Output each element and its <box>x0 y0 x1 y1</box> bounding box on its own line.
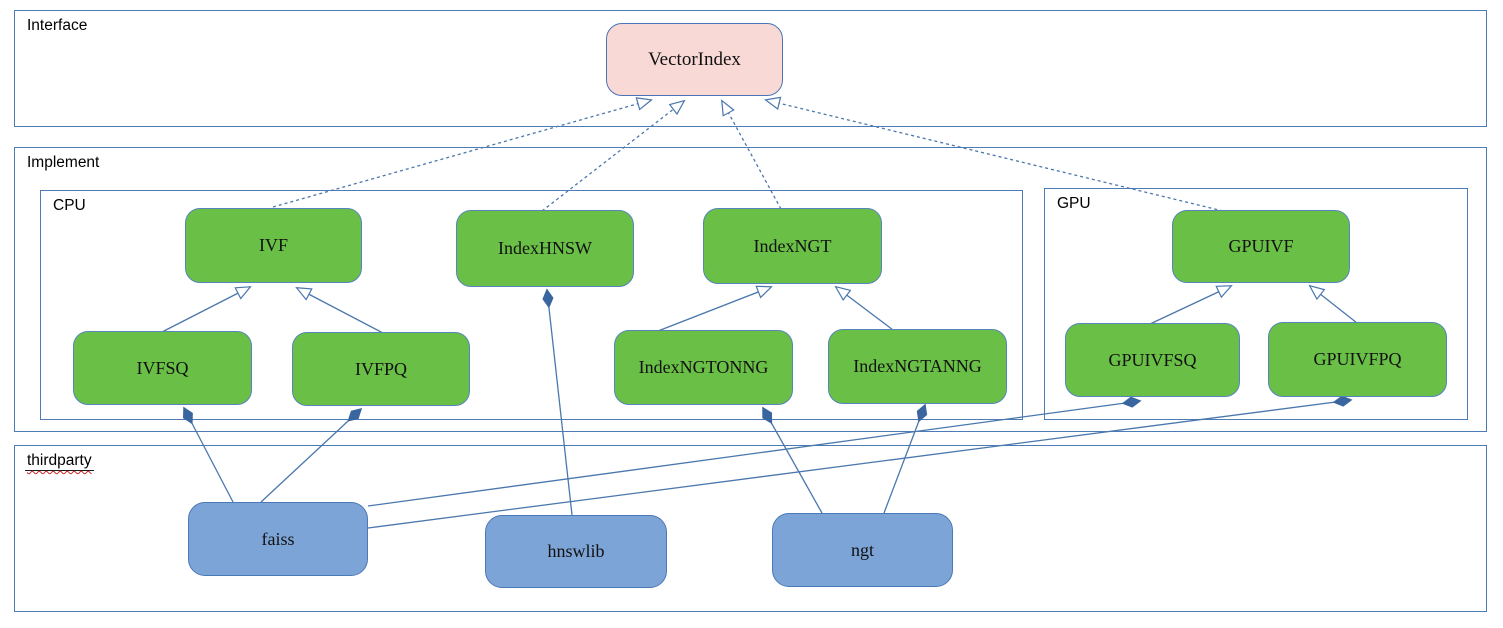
edge-faiss-gpuivfpq <box>367 400 1351 529</box>
node-label: faiss <box>261 528 295 549</box>
node-label: IVF <box>258 235 288 255</box>
container-gpu-label: GPU <box>1055 195 1093 213</box>
edge-ivfsq-ivf <box>161 286 252 333</box>
node-label: GPUIVF <box>1228 236 1294 256</box>
node-indexngtonng[interactable]: IndexNGTONNG <box>614 330 793 405</box>
node-label: IndexNGT <box>753 235 832 256</box>
node-hnswlib[interactable]: hnswlib <box>485 515 667 588</box>
node-indexhnsw[interactable]: IndexHNSW <box>456 210 634 287</box>
node-label: IndexNGTONNG <box>638 357 769 377</box>
node-indexngtanng[interactable]: IndexNGTANNG <box>828 329 1007 404</box>
edge-faiss-gpuivfsq <box>367 401 1140 507</box>
edge-ngt-indexngtanng <box>883 405 925 514</box>
edge-hnswlib-indexhnsw <box>547 290 573 516</box>
container-cpu-label: CPU <box>51 197 88 215</box>
node-label: VectorIndex <box>648 48 741 70</box>
node-label: ngt <box>850 539 874 560</box>
node-gpuivfsq[interactable]: GPUIVFSQ <box>1065 323 1240 397</box>
container-thirdparty[interactable]: thirdparty <box>14 445 1487 612</box>
edge-gpuivfpq-gpuivf <box>1308 284 1358 324</box>
edge-faiss-ivfsq <box>184 408 234 503</box>
container-implement-label: Implement <box>25 154 102 172</box>
node-label: hnswlib <box>547 541 605 561</box>
node-gpuivfpq[interactable]: GPUIVFPQ <box>1268 322 1447 397</box>
edge-faiss-ivfpq <box>260 409 361 503</box>
edge-ivfpq-ivf <box>295 287 384 334</box>
edge-ivf-vectorindex <box>272 97 653 208</box>
edge-indexhnsw-vectorindex <box>541 99 686 212</box>
node-ngt[interactable]: ngt <box>772 513 953 587</box>
edge-gpuivfsq-gpuivf <box>1149 285 1233 325</box>
node-label: IVFSQ <box>136 357 189 378</box>
node-label: GPUIVFSQ <box>1108 349 1197 370</box>
container-implement[interactable]: Implement <box>14 147 1487 432</box>
edge-indexngtanng-indexngt <box>834 285 894 331</box>
container-interface[interactable]: Interface <box>14 10 1487 127</box>
node-ivfsq[interactable]: IVFSQ <box>73 331 252 405</box>
node-faiss[interactable]: faiss <box>188 502 368 576</box>
container-cpu[interactable]: CPU <box>40 190 1023 420</box>
edge-gpuivf-vectorindex <box>764 96 1224 212</box>
node-label: GPUIVFPQ <box>1313 349 1402 369</box>
edge-ngt-indexngtonng <box>763 408 823 514</box>
node-ivf[interactable]: IVF <box>185 208 362 283</box>
edge-indexngt-vectorindex <box>721 99 782 210</box>
node-label: IndexNGTANNG <box>853 356 982 376</box>
container-thirdparty-label: thirdparty <box>25 452 94 471</box>
edge-indexngtonng-indexngt <box>657 285 773 332</box>
container-interface-label: Interface <box>25 17 90 35</box>
node-label: IndexHNSW <box>498 238 592 258</box>
node-gpuivf[interactable]: GPUIVF <box>1172 210 1350 283</box>
node-indexngt[interactable]: IndexNGT <box>703 208 882 284</box>
node-vectorindex[interactable]: VectorIndex <box>606 23 783 96</box>
node-label: IVFPQ <box>354 358 407 379</box>
node-ivfpq[interactable]: IVFPQ <box>292 332 470 406</box>
container-gpu[interactable]: GPU <box>1044 188 1468 420</box>
